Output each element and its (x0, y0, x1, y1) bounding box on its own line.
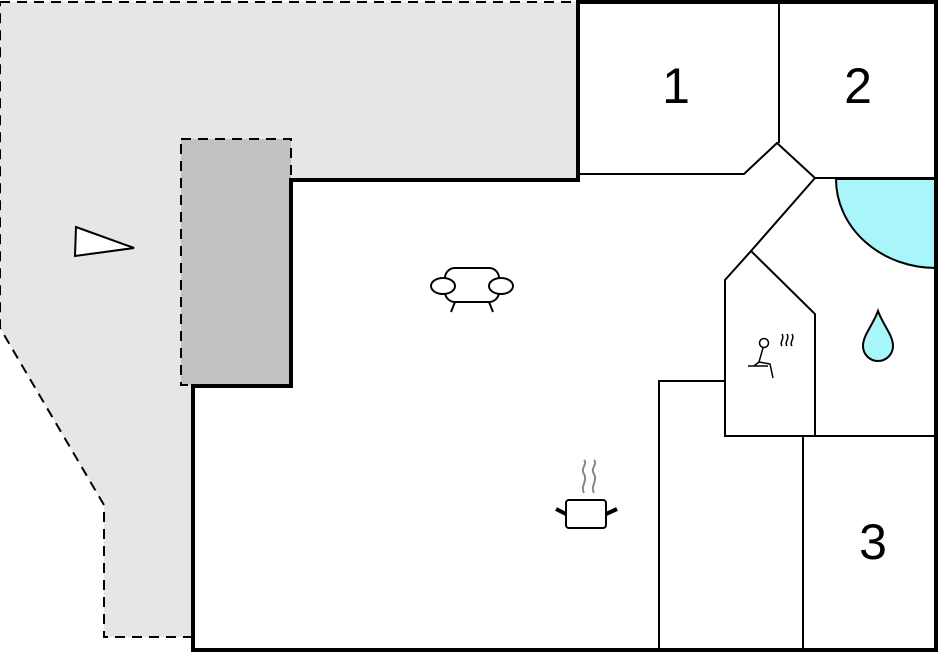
covered-terrace (180, 138, 292, 386)
sauna-icon (748, 333, 794, 379)
compass-arrow-icon (73, 225, 135, 258)
shower-area (834, 178, 937, 270)
room-2-label: 2 (844, 58, 872, 114)
interior-walls (580, 4, 936, 648)
room-1-label: 1 (662, 58, 690, 114)
sofa-icon (430, 267, 514, 313)
room-3-label: 3 (859, 514, 887, 570)
exterior-walls (191, 0, 938, 652)
house-interior (193, 2, 936, 650)
cooking-pot-icon (555, 459, 618, 529)
water-drop-icon (861, 308, 895, 362)
